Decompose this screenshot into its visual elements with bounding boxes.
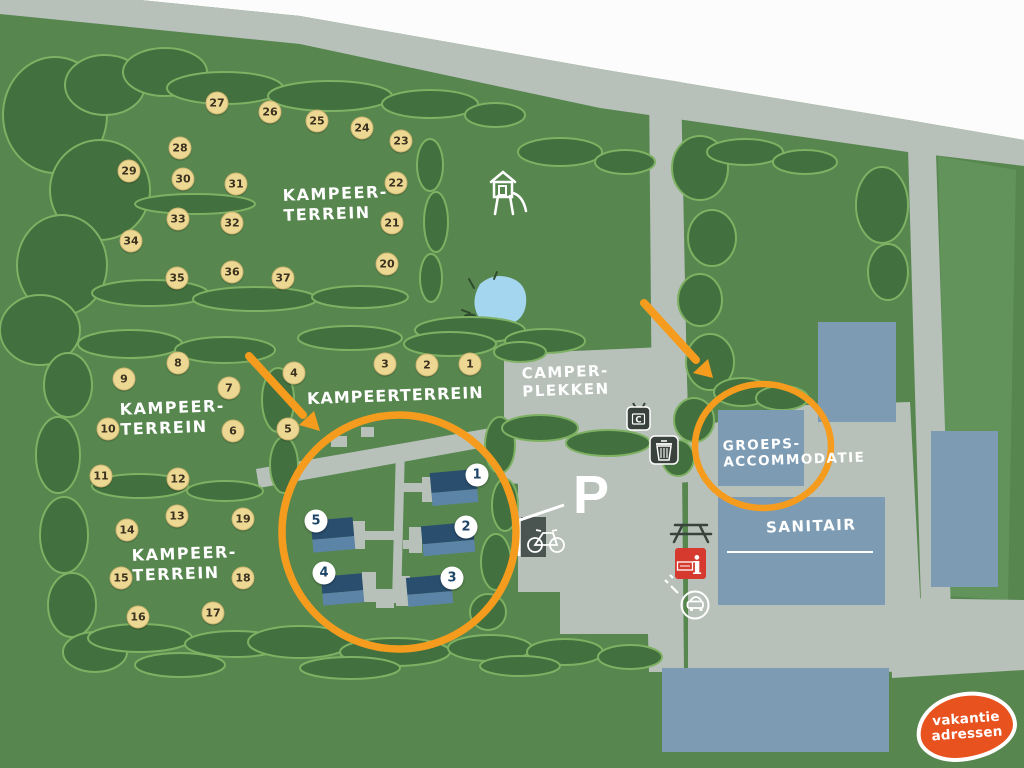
pitch-marker: 14	[115, 518, 139, 542]
pitch-marker: 8	[166, 351, 190, 375]
pitch-marker: 26	[258, 100, 282, 124]
trash-bin-icon	[649, 435, 679, 465]
accommodation-badge: 4	[312, 561, 336, 585]
bicycle-shelter-icon	[513, 503, 565, 557]
picnic-table-icon	[669, 523, 713, 544]
camper-area-paving	[504, 346, 690, 488]
pitch-marker: 31	[224, 172, 248, 196]
pitch-marker: 7	[217, 376, 241, 400]
parking-label: P	[573, 465, 610, 525]
main-road	[0, 0, 1024, 166]
accommodation-badge: 1	[465, 463, 489, 487]
pitch-marker: 13	[165, 504, 189, 528]
accommodation-badge: 5	[304, 509, 328, 533]
pitch-marker: 24	[350, 116, 374, 140]
pitch-marker: 10	[96, 417, 120, 441]
highlight-circle-groepsaccommodatie	[691, 380, 835, 512]
pitch-marker: 22	[384, 171, 408, 195]
pitch-marker: 20	[375, 252, 399, 276]
building-northeast	[818, 322, 896, 422]
building-east	[931, 431, 998, 587]
orange-annotations	[245, 299, 835, 653]
trees-and-hedges	[0, 47, 909, 680]
lane-bump	[331, 436, 347, 447]
pitch-marker: 21	[380, 211, 404, 235]
pitch-marker: 6	[221, 419, 245, 443]
bicycle-icon	[527, 529, 565, 553]
chemical-toilet-icon: C	[626, 402, 651, 431]
pitch-marker: 9	[112, 367, 136, 391]
accommodation-badge: 3	[440, 566, 464, 590]
svg-text:C: C	[635, 416, 641, 426]
pitch-marker: 35	[165, 266, 189, 290]
house-terrace	[352, 521, 365, 549]
pitch-marker: 19	[231, 507, 255, 531]
pitch-marker: 3	[373, 352, 397, 376]
house-footpath	[392, 447, 405, 603]
pitch-marker: 15	[109, 566, 133, 590]
pitch-marker: 34	[119, 229, 143, 253]
sky-area	[140, 0, 1024, 140]
footpath-branch	[403, 483, 435, 492]
house-1	[429, 469, 479, 506]
pitch-marker: 27	[205, 91, 229, 115]
pitch-marker: 37	[271, 266, 295, 290]
pitch-marker: 12	[166, 467, 190, 491]
parking-area	[518, 471, 684, 672]
pitch-marker: 4	[282, 361, 306, 385]
building-groepsaccommodatie	[718, 410, 804, 486]
arrow-head	[693, 359, 713, 378]
accommodation-badge: 2	[454, 515, 478, 539]
ev-charging-icon	[664, 574, 710, 620]
pitch-marker: 11	[89, 464, 113, 488]
lane-bump	[361, 427, 374, 437]
footpath-stub	[376, 599, 394, 608]
information-sign-icon: i	[675, 548, 706, 580]
house-terrace	[409, 527, 422, 553]
pitch-marker: 29	[117, 159, 141, 183]
pitch-marker: 1	[458, 352, 482, 376]
pitch-marker: 5	[276, 417, 300, 441]
pitch-marker: 18	[231, 566, 255, 590]
svg-text:i: i	[692, 551, 702, 580]
arrow-to-houses	[245, 352, 307, 419]
pitch-marker: 23	[389, 129, 413, 153]
pitch-marker: 16	[126, 605, 150, 629]
pitch-marker: 28	[168, 136, 192, 160]
building-south	[662, 668, 889, 752]
playground-tower-icon	[489, 170, 528, 216]
arrow-head	[299, 411, 320, 431]
southeast-paving	[890, 598, 1024, 678]
pitch-marker: 2	[415, 353, 439, 377]
highlight-circle-houses	[278, 411, 520, 653]
logo-text: vakantie adressen	[931, 708, 1003, 744]
house-terrace	[362, 572, 376, 602]
pitch-marker: 25	[305, 109, 329, 133]
pitch-marker: 36	[220, 260, 244, 284]
pitch-marker: 32	[220, 211, 244, 235]
footpath-branch	[362, 589, 410, 599]
footpath-branch	[360, 531, 398, 540]
pitch-marker: 30	[171, 167, 195, 191]
pond-water	[474, 276, 527, 327]
pitch-marker: 33	[166, 207, 190, 231]
arrow-to-groepsaccommodatie	[640, 299, 700, 364]
pitch-marker: 17	[201, 601, 225, 625]
